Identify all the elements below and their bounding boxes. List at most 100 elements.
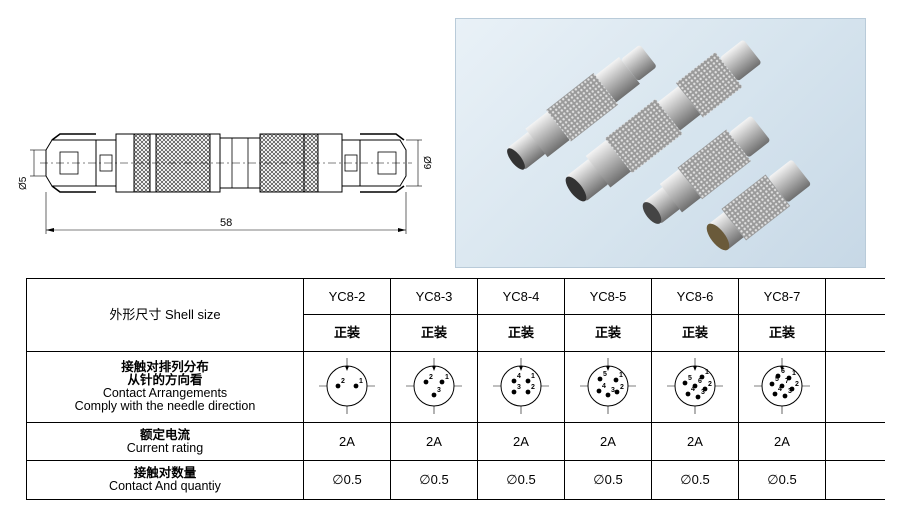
pin-dot — [699, 374, 705, 379]
pin-number: 2 — [795, 381, 799, 388]
current-label-en: Current rating — [126, 440, 204, 455]
pin-dot — [682, 380, 688, 385]
pin-number: 2 — [708, 381, 712, 388]
mount-type: 正装 — [390, 314, 478, 352]
table-row-model: 外形尺寸 Shell size YC8-2 YC8-3 YC8-4 YC8-5 … — [26, 278, 885, 352]
pin-outline — [500, 365, 542, 406]
arrangement-label-en1: Contact Arrangements — [102, 386, 228, 400]
empty-cell — [825, 422, 885, 461]
contact-size: ∅0.5 — [564, 460, 652, 500]
pin-number: 3 — [517, 384, 521, 391]
pin-dot — [511, 389, 517, 394]
pin-dot — [782, 393, 788, 398]
pin-number: 4 — [602, 383, 606, 390]
pin-dot — [695, 394, 701, 399]
pin-number: 2 — [531, 384, 535, 391]
model-name: YC8-2 — [303, 278, 391, 315]
pin-number: 4 — [778, 386, 782, 393]
pin-dot — [702, 386, 708, 391]
current-value: 2A — [738, 422, 826, 461]
pin-dot — [431, 392, 437, 397]
product-photo — [455, 18, 866, 268]
arrangement-label: 接触对排列分布 从针的方向看 Contact Arrangements Comp… — [26, 351, 304, 423]
pin-number: 3 — [701, 389, 705, 396]
key-mark — [780, 365, 784, 371]
pin-number: 1 — [705, 369, 709, 376]
pin-number: 7 — [785, 378, 789, 385]
contact-label-en: Contact And quantiy — [109, 479, 221, 493]
pin-number: 5 — [603, 371, 607, 378]
pin-number: 4 — [691, 386, 695, 393]
current-value: 2A — [390, 422, 478, 461]
contact-label-cn: 接触对数量 — [133, 466, 197, 480]
connector-dimension-drawing: Ø5 Ø9 58 — [18, 133, 432, 234]
pin-dot — [786, 375, 792, 380]
pin-number: 5 — [775, 376, 779, 383]
pin-number: 3 — [437, 387, 441, 394]
arrangement-label-en2: Comply with the needle direction — [74, 399, 256, 413]
key-mark — [519, 365, 523, 371]
current-value: 2A — [564, 422, 652, 461]
contact-label: 接触对数量 Contact And quantiy — [26, 460, 304, 500]
model-name: YC8-4 — [477, 278, 565, 315]
pin-dot — [596, 388, 602, 393]
current-value: 2A — [303, 422, 391, 461]
pin-number: 1 — [531, 373, 535, 380]
pin-diagram-cell: 1 2 3 4 — [477, 351, 565, 423]
mount-type: 正装 — [303, 314, 391, 352]
pin-dot — [335, 383, 341, 388]
key-mark — [606, 365, 610, 371]
pin-dot — [605, 392, 611, 397]
pin-dot — [597, 376, 603, 381]
arrangement-label-cn1: 接触对排列分布 — [121, 360, 209, 374]
pin-dot — [353, 383, 359, 388]
pin-dot — [439, 379, 445, 384]
pin-number: 1 — [792, 370, 796, 377]
pin-dot — [525, 378, 531, 383]
empty-cell — [825, 278, 885, 315]
pin-number: 1 — [359, 378, 363, 385]
pin-dot — [692, 383, 698, 388]
empty-cell — [825, 460, 885, 500]
model-name: YC8-5 — [564, 278, 652, 315]
key-mark — [693, 365, 697, 371]
model-name: YC8-6 — [651, 278, 739, 315]
pin-number: 4 — [517, 373, 521, 380]
pin-dot — [789, 386, 795, 391]
pin-number: 1 — [445, 374, 449, 381]
current-label-cn: 额定电流 — [139, 427, 190, 442]
empty-cell — [825, 351, 885, 423]
arrangement-label-cn2: 从针的方向看 — [127, 373, 203, 387]
shell-size-label: 外形尺寸 Shell size — [26, 278, 304, 352]
model-name: YC8-3 — [390, 278, 478, 315]
current-value: 2A — [477, 422, 565, 461]
pin-outline — [413, 365, 455, 406]
contact-size: ∅0.5 — [651, 460, 739, 500]
pin-dot — [614, 389, 620, 394]
pin-number: 3 — [788, 388, 792, 395]
mount-type: 正装 — [651, 314, 739, 352]
mount-type: 正装 — [738, 314, 826, 352]
pin-number: 1 — [619, 372, 623, 379]
mount-type: 正装 — [564, 314, 652, 352]
pin-number: 6 — [781, 368, 785, 375]
dim-right-diameter: Ø9 — [421, 156, 432, 170]
key-mark — [345, 365, 349, 371]
pin-number: 2 — [341, 378, 345, 385]
key-mark — [432, 365, 436, 371]
pin-dot — [779, 383, 785, 388]
pin-number: 6 — [698, 378, 702, 385]
pin-number: 3 — [611, 387, 615, 394]
pin-number: 2 — [429, 374, 433, 381]
empty-cell — [825, 314, 885, 352]
model-name: YC8-7 — [738, 278, 826, 315]
table-row-contact: 接触对数量 Contact And quantiy ∅0.5 ∅0.5 ∅0.5… — [26, 460, 885, 500]
pin-dot — [613, 377, 619, 382]
spec-table: 外形尺寸 Shell size YC8-2 YC8-3 YC8-4 YC8-5 … — [26, 278, 885, 500]
pin-dot — [772, 391, 778, 396]
